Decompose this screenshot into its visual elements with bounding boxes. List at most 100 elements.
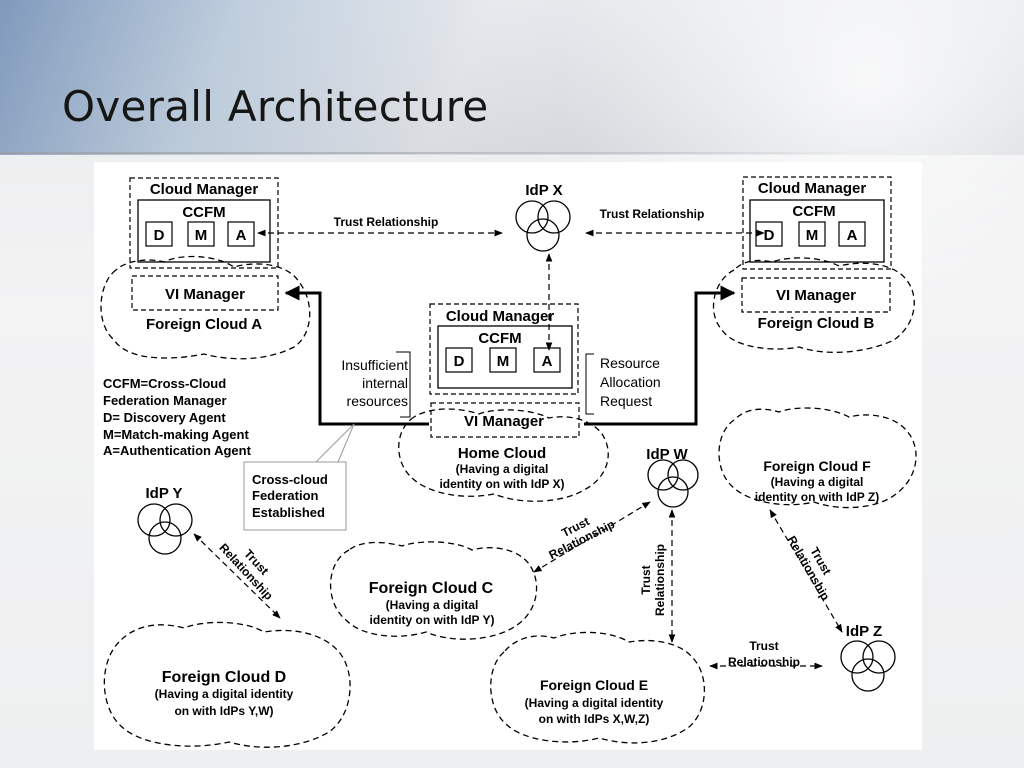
trust-label-f-z: Trust Relationship xyxy=(784,533,834,602)
title-divider xyxy=(0,152,860,154)
foreign-cloud-d-line1: (Having a digital identity xyxy=(155,687,294,701)
federation-arrow-home-to-a xyxy=(284,285,429,426)
federation-arrow-home-to-b xyxy=(584,285,736,426)
agent-d-home-label: D xyxy=(454,353,465,370)
ccfm-b-label: CCFM xyxy=(792,203,835,220)
foreign-cloud-f-line1: (Having a digital xyxy=(771,475,864,489)
insufficient-line3: resources xyxy=(347,393,408,409)
agent-m-b-box xyxy=(798,221,826,247)
cloud-manager-home-box xyxy=(429,303,579,395)
cloud-outline-foreign-c xyxy=(329,541,538,640)
idp-x-label: IdP X xyxy=(525,182,562,199)
idp-y-icon xyxy=(137,503,193,555)
trust-label-e-z-word1: Trust xyxy=(749,639,778,653)
foreign-cloud-c-title: Foreign Cloud C xyxy=(369,580,494,597)
title-banner xyxy=(0,0,1024,400)
trust-label-e-z-word2: Relationship xyxy=(728,655,800,669)
ccfm-home-label: CCFM xyxy=(478,330,521,347)
agent-d-home-box xyxy=(445,347,473,373)
cloud-manager-b-label: Cloud Manager xyxy=(758,180,867,197)
home-cloud-line1: (Having a digital xyxy=(456,462,549,476)
idp-z-label: IdP Z xyxy=(846,623,882,640)
cloud-outline-foreign-b xyxy=(712,257,915,353)
trust-label-x-b: Trust Relationship xyxy=(600,207,705,221)
legend-line5: A=Authentication Agent xyxy=(103,443,252,458)
foreign-cloud-a-label: Foreign Cloud A xyxy=(146,316,262,333)
foreign-cloud-f-title: Foreign Cloud F xyxy=(763,458,871,474)
agent-d-a-box xyxy=(145,221,173,247)
agent-a-home-label: A xyxy=(542,353,553,370)
insufficient-line2: internal xyxy=(362,375,408,391)
agent-a-a-box xyxy=(227,221,255,247)
resource-request-line2: Allocation xyxy=(600,374,661,390)
trust-arrow-w-c xyxy=(533,501,651,573)
vi-manager-b-label: VI Manager xyxy=(776,287,856,304)
resource-request-bracket xyxy=(585,353,594,415)
foreign-cloud-c-line2: identity on with IdP Y) xyxy=(370,613,495,627)
diagram-svg: Cloud Manager CCFM D M A VI Manager Fore… xyxy=(100,176,917,748)
legend-line3: D= Discovery Agent xyxy=(103,410,226,425)
trust-label-y-d: Trust Relationship xyxy=(216,541,275,603)
trust-label-a-x: Trust Relationship xyxy=(334,215,439,229)
home-cloud-title: Home Cloud xyxy=(458,445,546,462)
trust-arrow-f-z xyxy=(769,509,843,633)
foreign-cloud-c-line1: (Having a digital xyxy=(386,598,479,612)
vi-manager-home-box xyxy=(430,402,580,438)
agent-m-a-box xyxy=(187,221,215,247)
callout-line2: Federation xyxy=(252,488,319,503)
insufficient-line1: Insufficient xyxy=(341,357,408,373)
agent-d-b-label: D xyxy=(764,227,775,244)
idp-w-icon xyxy=(647,459,699,508)
cloud-manager-a-label: Cloud Manager xyxy=(150,181,259,198)
agent-a-a-label: A xyxy=(236,227,247,244)
foreign-cloud-e-line1: (Having a digital identity xyxy=(525,696,664,710)
idp-y-label: IdP Y xyxy=(146,485,183,502)
idp-x-icon xyxy=(515,200,571,252)
trust-arrow-y-d xyxy=(193,533,281,619)
foreign-cloud-e-title: Foreign Cloud E xyxy=(540,677,648,693)
foreign-cloud-b-label: Foreign Cloud B xyxy=(758,315,875,332)
callout-box xyxy=(243,461,347,531)
legend-line1: CCFM=Cross-Cloud xyxy=(103,376,226,391)
ccfm-a-label: CCFM xyxy=(182,204,225,221)
vi-manager-home-label: VI Manager xyxy=(464,413,544,430)
foreign-cloud-e-line2: on with IdPs X,W,Z) xyxy=(539,712,650,726)
ccfm-home-box xyxy=(437,325,573,389)
callout-line1: Cross-cloud xyxy=(252,472,328,487)
vi-manager-a-box xyxy=(131,275,279,311)
slide-title: Overall Architecture xyxy=(62,82,489,131)
agent-d-a-label: D xyxy=(154,227,165,244)
resource-request-line3: Request xyxy=(600,393,652,409)
foreign-cloud-d-title: Foreign Cloud D xyxy=(162,669,286,686)
callout-pointer xyxy=(315,423,355,463)
resource-request-line1: Resource xyxy=(600,355,660,371)
foreign-cloud-d-line2: on with IdPs Y,W) xyxy=(174,704,273,718)
agent-m-b-label: M xyxy=(806,227,819,244)
agent-m-home-label: M xyxy=(497,353,510,370)
trust-label-w-e-word1: Trust xyxy=(639,565,653,594)
idp-w-label: IdP W xyxy=(646,446,688,463)
agent-a-b-box xyxy=(838,221,866,247)
cloud-manager-home-label: Cloud Manager xyxy=(446,308,555,325)
callout-line3: Established xyxy=(252,505,325,520)
insufficient-bracket xyxy=(396,351,411,418)
trust-label-w-e: Trust Relationship xyxy=(639,544,667,616)
vi-manager-b-box xyxy=(741,277,891,313)
architecture-diagram: Cloud Manager CCFM D M A VI Manager Fore… xyxy=(94,162,922,750)
cloud-outline-home xyxy=(398,408,609,502)
agent-a-b-label: A xyxy=(847,227,858,244)
agent-a-home-box xyxy=(533,347,561,373)
cloud-outline-foreign-e xyxy=(490,631,706,744)
cloud-manager-a-box xyxy=(129,177,279,269)
legend-line2: Federation Manager xyxy=(103,393,227,408)
agent-m-a-label: M xyxy=(195,227,208,244)
trust-label-w-e-word2: Relationship xyxy=(653,544,667,616)
trust-label-w-c: Trust Relationship xyxy=(547,514,618,562)
cloud-outline-foreign-a xyxy=(100,255,311,360)
home-cloud-line2: identity on with IdP X) xyxy=(439,477,564,491)
idp-z-icon xyxy=(840,640,896,692)
agent-m-home-box xyxy=(489,347,517,373)
legend-line4: M=Match-making Agent xyxy=(103,427,249,442)
cloud-outline-foreign-d xyxy=(103,621,351,748)
foreign-cloud-f-line2: identity on with IdP Z) xyxy=(755,490,879,504)
